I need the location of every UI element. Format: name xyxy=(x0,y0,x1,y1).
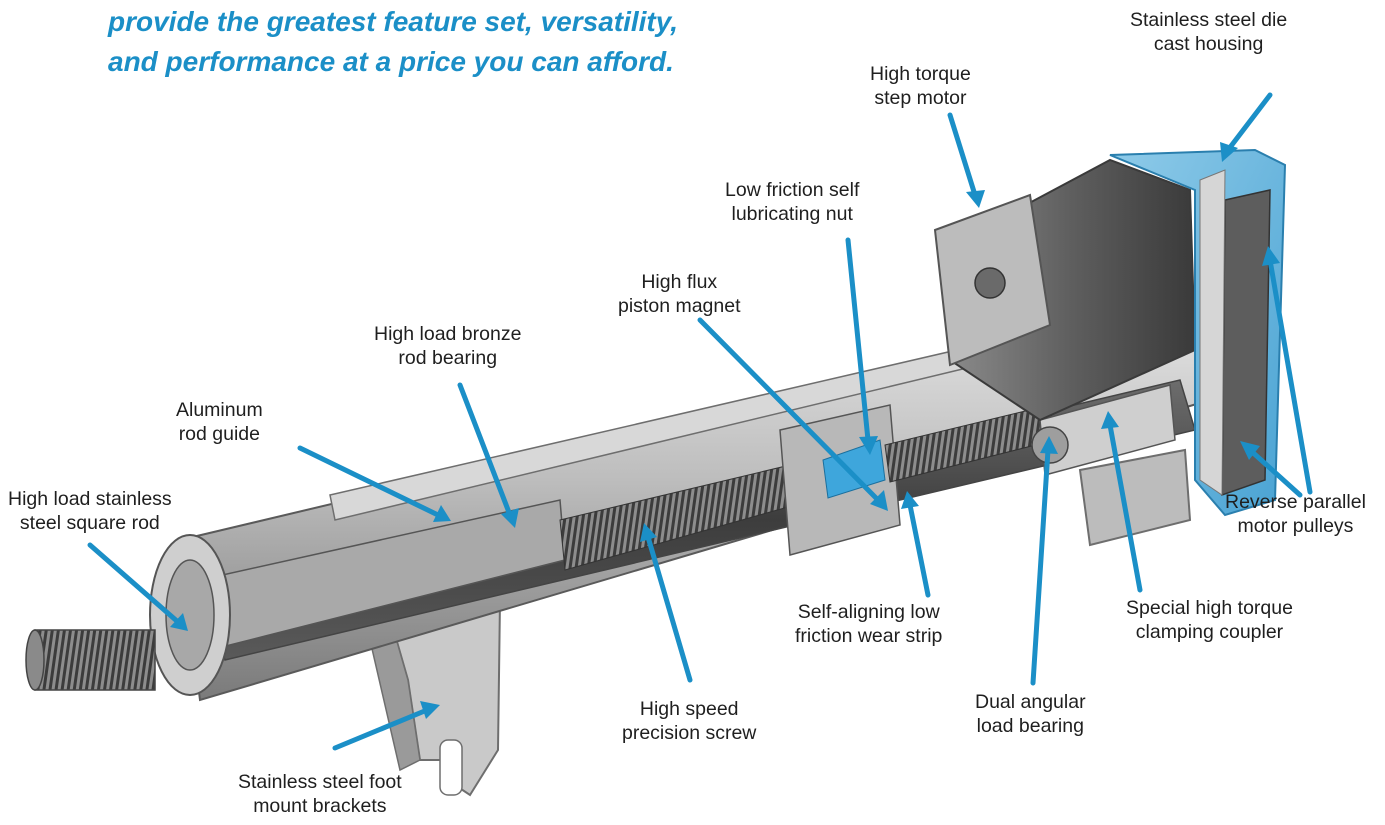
threaded-shaft xyxy=(25,629,156,691)
label-line: Reverse parallel xyxy=(1225,491,1366,513)
headline-line-1: provide the greatest feature set, versat… xyxy=(108,6,679,37)
label-high-load-bronze-rod-bearing: High load bronze rod bearing xyxy=(374,322,521,370)
label-line: Stainless steel die xyxy=(1130,9,1288,31)
label-line: load bearing xyxy=(976,715,1084,737)
label-high-torque-step-motor: High torque step motor xyxy=(870,62,971,110)
label-special-high-torque-clamping-coupler: Special high torque clamping coupler xyxy=(1126,596,1293,644)
arrow-square-rod xyxy=(87,542,188,631)
arrow-lubricating-nut xyxy=(845,237,878,455)
label-high-flux-piston-magnet: High flux piston magnet xyxy=(618,270,741,318)
label-stainless-steel-die-cast-housing: Stainless steel die cast housing xyxy=(1130,8,1287,56)
label-line: Aluminum xyxy=(176,399,263,421)
label-stainless-steel-foot-mount-brackets: Stainless steel foot mount brackets xyxy=(238,770,402,818)
label-line: Low friction self xyxy=(725,179,860,201)
label-line: Dual angular xyxy=(975,691,1086,713)
die-cast-housing xyxy=(1109,148,1287,517)
label-line: High speed xyxy=(639,698,739,720)
label-line: High torque xyxy=(870,63,971,85)
arrow-clamping-coupler xyxy=(1101,411,1143,593)
step-motor xyxy=(933,158,1197,422)
headline-line-2: and performance at a price you can affor… xyxy=(108,46,674,77)
label-line: cast housing xyxy=(1153,33,1264,55)
label-line: motor pulleys xyxy=(1237,515,1354,537)
label-line: Special high torque xyxy=(1126,597,1293,619)
label-high-load-stainless-steel-square-rod: High load stainless steel square rod xyxy=(8,487,172,535)
arrow-motor-pulleys xyxy=(1240,246,1313,498)
arrow-bronze-rod-bearing xyxy=(457,382,519,528)
label-line: clamping coupler xyxy=(1135,621,1284,643)
headline: provide the greatest feature set, versat… xyxy=(108,2,828,82)
label-aluminum-rod-guide: Aluminum rod guide xyxy=(176,398,263,446)
rear-foot-bracket xyxy=(1078,448,1192,547)
label-line: Stainless steel foot xyxy=(238,771,402,793)
arrow-foot-mount-brackets xyxy=(332,701,440,751)
label-line: piston magnet xyxy=(618,295,741,317)
label-line: Self-aligning low xyxy=(797,601,940,623)
label-dual-angular-load-bearing: Dual angular load bearing xyxy=(975,690,1086,738)
arrow-housing xyxy=(1220,92,1273,162)
label-line: rod guide xyxy=(178,423,261,445)
label-line: precision screw xyxy=(622,722,757,744)
pointer-arrows xyxy=(87,92,1313,751)
label-line: High load stainless xyxy=(8,488,172,510)
label-low-friction-self-lubricating-nut: Low friction self lubricating nut xyxy=(725,178,859,226)
label-high-speed-precision-screw: High speed precision screw xyxy=(622,697,756,745)
label-line: High load bronze xyxy=(374,323,522,345)
label-line: rod bearing xyxy=(398,347,498,369)
label-line: lubricating nut xyxy=(731,203,853,225)
label-line: step motor xyxy=(874,87,967,109)
label-line: friction wear strip xyxy=(795,625,943,647)
arrow-wear-strip xyxy=(901,491,931,598)
arrow-dual-angular-bearing xyxy=(1030,436,1058,686)
arrow-precision-screw xyxy=(640,523,693,683)
label-line: High flux xyxy=(641,271,718,293)
arrow-piston-magnet xyxy=(697,317,888,511)
arrow-aluminum-rod-guide xyxy=(297,445,451,522)
arrow-step-motor xyxy=(947,112,985,208)
label-self-aligning-low-friction-wear-strip: Self-aligning low friction wear strip xyxy=(795,600,942,648)
piston-magnet xyxy=(822,439,886,499)
front-end-cap xyxy=(149,534,231,696)
label-line: steel square rod xyxy=(19,512,160,534)
label-line: mount brackets xyxy=(253,795,387,817)
label-reverse-parallel-motor-pulleys: Reverse parallel motor pulleys xyxy=(1225,490,1366,538)
